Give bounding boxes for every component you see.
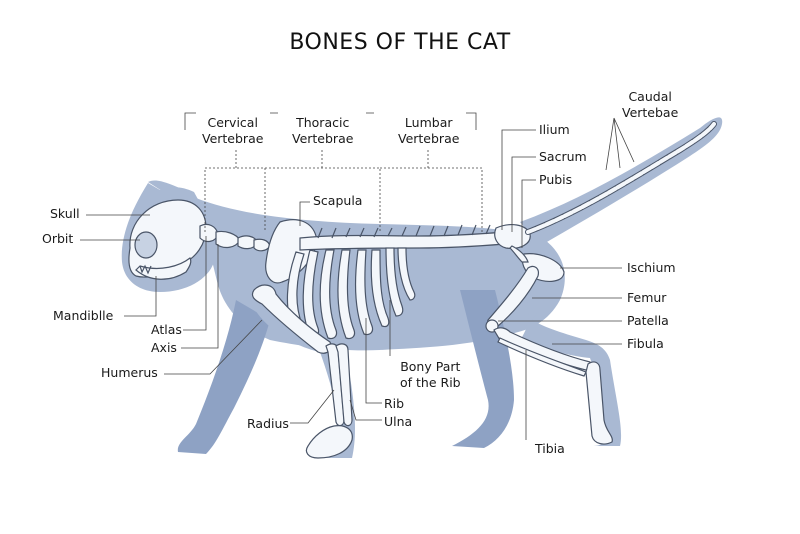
back-front-leg-silhouette xyxy=(177,300,270,454)
hind-leg-silhouette xyxy=(505,256,622,446)
tibia-label: Tibia xyxy=(535,441,565,456)
ilium-label: Ilium xyxy=(539,122,570,137)
rib-bone xyxy=(354,249,374,336)
skeleton xyxy=(128,121,717,459)
lumbar-bracket xyxy=(380,150,483,232)
ilium-bone xyxy=(494,224,531,249)
ischium-label: Ischium xyxy=(627,260,676,275)
femur-label: Femur xyxy=(627,290,667,305)
ilium-leader xyxy=(501,129,536,230)
rib-bone xyxy=(385,247,404,317)
atlas-leader xyxy=(183,236,207,331)
scapula-leader xyxy=(299,201,310,226)
sacrum-label: Sacrum xyxy=(539,149,587,164)
patella-label: Patella xyxy=(627,313,669,328)
rib-bone xyxy=(397,247,416,301)
rib-bone xyxy=(319,249,338,340)
axis-label: Axis xyxy=(151,340,177,355)
cat-silhouette xyxy=(121,117,723,458)
ear-silhouette xyxy=(148,180,196,200)
sacrum-leader xyxy=(511,156,536,232)
mandible-leader xyxy=(124,276,157,317)
orbit-bone xyxy=(134,231,158,259)
ulna-label: Ulna xyxy=(384,414,413,429)
cervical-vertebrae-label: Cervical Vertebrae xyxy=(202,115,264,147)
caudal-vertebrae-label: Caudal Vertebae xyxy=(622,89,679,121)
axis-leader xyxy=(181,244,219,349)
orbit-label: Orbit xyxy=(42,231,74,246)
fibula-label: Fibula xyxy=(627,336,664,351)
rib-label: Rib xyxy=(384,396,405,411)
mandible-label: Mandiblle xyxy=(53,308,114,323)
radius-leader xyxy=(290,389,335,424)
page-title: BONES OF THE CAT xyxy=(289,30,511,55)
bony-part-of-rib-label: Bony Part of the Rib xyxy=(400,359,461,391)
teeth xyxy=(139,264,152,275)
front-paw-bone xyxy=(305,425,353,459)
thoracic-vertebrae-label: Thoracic Vertebrae xyxy=(292,115,354,147)
fibula-bone xyxy=(497,337,587,377)
rib-leader xyxy=(365,318,382,404)
skull-label: Skull xyxy=(50,206,80,221)
thoracic-bracket xyxy=(265,150,381,232)
top-bracket-left xyxy=(184,112,196,130)
mandible-bone xyxy=(135,257,192,280)
caudal-vertebrae-bone xyxy=(526,122,716,234)
scapula-label: Scapula xyxy=(313,193,363,208)
pubis-leader xyxy=(521,179,536,248)
radius-label: Radius xyxy=(247,416,289,431)
front-leg-silhouette xyxy=(250,300,355,458)
humerus-leader xyxy=(164,319,263,375)
scapula-bone xyxy=(265,219,317,284)
pubis-bone xyxy=(509,245,529,263)
rib-bone xyxy=(337,249,356,340)
caudal-leader xyxy=(605,117,635,171)
cervical-bracket xyxy=(204,150,266,232)
hind-paw-bone xyxy=(585,361,613,445)
lumbar-vertebrae-label: Lumbar Vertebrae xyxy=(398,115,460,147)
ulna-leader xyxy=(349,399,382,421)
rib-bone xyxy=(370,249,390,328)
ribcage xyxy=(286,247,416,340)
top-bracket-right xyxy=(466,112,477,130)
humerus-label: Humerus xyxy=(101,365,158,380)
vertebrae-processes xyxy=(317,224,491,239)
pubis-label: Pubis xyxy=(539,172,573,187)
leader-lines xyxy=(80,112,635,440)
ulna-bone xyxy=(335,343,353,427)
atlas-label: Atlas xyxy=(151,322,182,337)
